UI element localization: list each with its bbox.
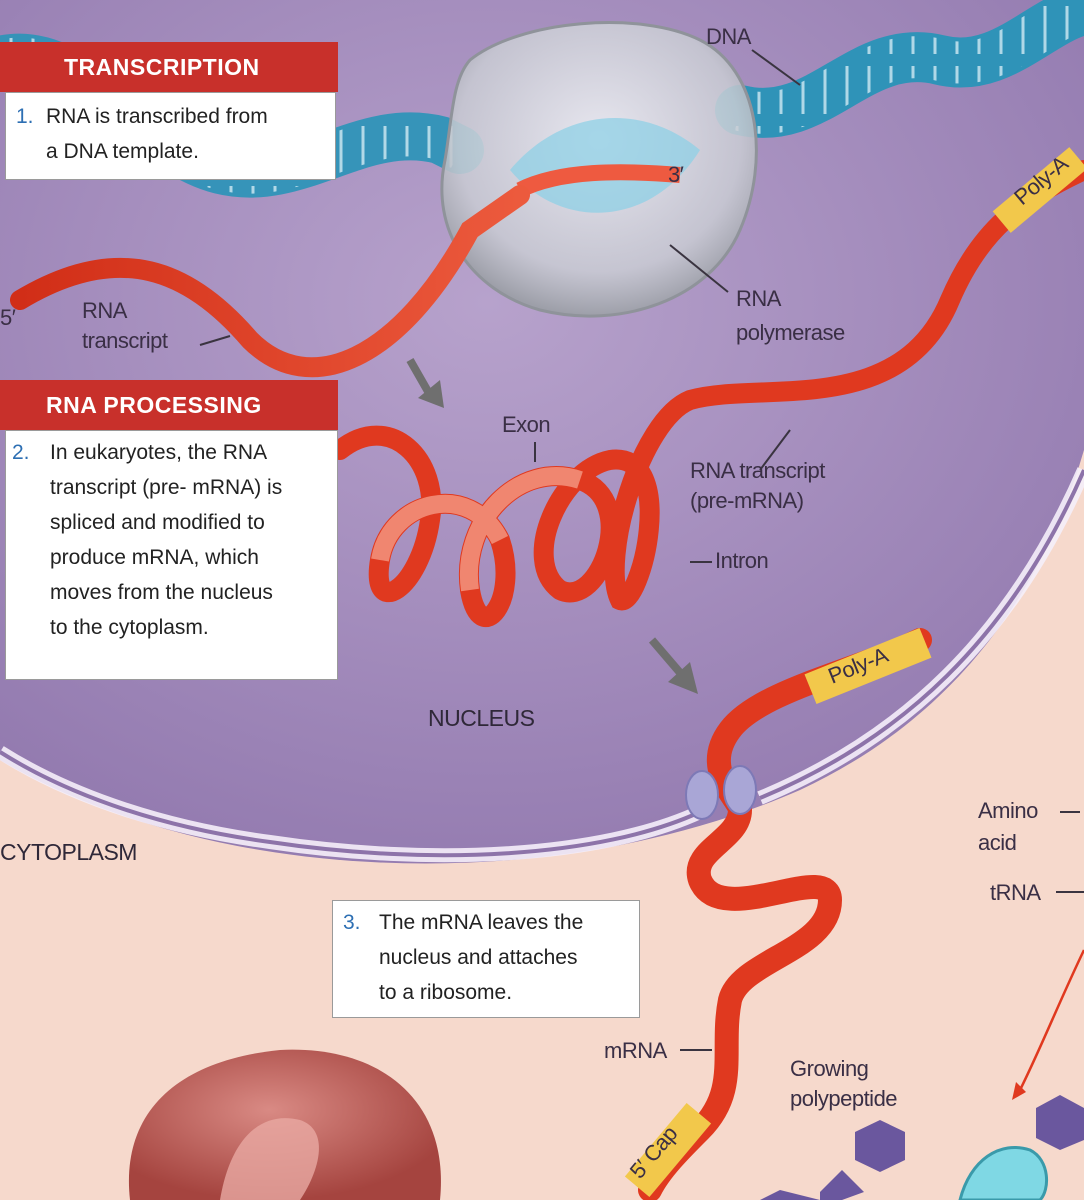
rna-transcript-ribbon (10, 185, 530, 378)
step-1-line-2: a DNA template. (46, 140, 199, 163)
trna-label: tRNA (990, 880, 1041, 905)
step-3-line-3: to a ribosome. (379, 981, 513, 1004)
rna-dna-hybrid (516, 164, 681, 198)
poly-a-tag-top (992, 147, 1084, 233)
step-1-row: 1. RNA is transcribed from a DNA templat… (16, 99, 327, 169)
transcription-header-text: TRANSCRIPTION (64, 53, 260, 80)
rna-processing-header-text: RNA PROCESSING (46, 391, 262, 418)
step-arrow-2 (648, 637, 698, 694)
exon-label: Exon (502, 412, 550, 437)
step-2-line-5: moves from the nucleus (50, 581, 273, 604)
growing-polypeptide-label-1: Growing (790, 1056, 868, 1081)
nuclear-envelope-line (0, 469, 1084, 858)
amino-acid-label-2: acid (978, 830, 1016, 855)
cytoplasm-label: CYTOPLASM (0, 839, 137, 865)
transcription-header: TRANSCRIPTION (0, 42, 338, 92)
step-1-text: RNA is transcribed from a DNA template. (46, 99, 327, 169)
step-2-box: 2. In eukaryotes, the RNA transcript (pr… (5, 430, 338, 680)
step-3-text: The mRNA leaves the nucleus and attaches… (379, 905, 631, 1010)
three-prime-label: 3′ (668, 162, 684, 187)
intron-label: Intron (715, 548, 768, 573)
step-1-line-1: RNA is transcribed from (46, 105, 268, 128)
rna-transcript-label-1: RNA (82, 298, 128, 323)
step-2-line-1: In eukaryotes, the RNA (50, 441, 268, 464)
step-2-line-4: produce mRNA, which (50, 546, 259, 569)
rna-transcript-label-2: transcript (82, 328, 168, 353)
pre-mrna-label-2: (pre-mRNA) (690, 488, 804, 513)
step-3-row: 3. The mRNA leaves the nucleus and attac… (343, 905, 631, 1010)
rna-polymerase-label-1: RNA (736, 286, 782, 311)
growing-polypeptide-chain (760, 1120, 905, 1200)
step-1-box: 1. RNA is transcribed from a DNA templat… (5, 92, 336, 180)
step-2-row: 2. In eukaryotes, the RNA transcript (pr… (12, 435, 329, 645)
step-3-line-1: The mRNA leaves the (379, 911, 584, 934)
five-prime-label: 5′ (0, 305, 16, 330)
mrna-label: mRNA (604, 1038, 668, 1063)
amino-acid-label-1: Amino (978, 798, 1038, 823)
rna-processing-header: RNA PROCESSING (0, 380, 338, 430)
step-3-box: 3. The mRNA leaves the nucleus and attac… (332, 900, 640, 1018)
mrna-ribbon (638, 628, 932, 1200)
dna-label: DNA (706, 24, 752, 49)
step-2-text: In eukaryotes, the RNA transcript (pre- … (50, 435, 329, 645)
rna-polymerase-label-2: polymerase (736, 320, 845, 345)
step-2-line-3: spliced and modified to (50, 511, 265, 534)
step-2-line-6: to the cytoplasm. (50, 616, 209, 639)
five-prime-cap-tag (624, 1102, 712, 1198)
growing-polypeptide-label-2: polypeptide (790, 1086, 897, 1111)
step-2-line-2: transcript (pre- mRNA) is (50, 476, 283, 499)
step-2-number: 2. (12, 441, 30, 464)
step-3-number: 3. (343, 911, 361, 934)
pre-mrna-label-1: RNA transcript (690, 458, 825, 483)
poly-a-tag-mid (804, 627, 932, 705)
nucleus-label: NUCLEUS (428, 705, 535, 731)
leader-lines (199, 49, 1084, 1051)
step-arrow-1 (406, 358, 444, 408)
nuclear-pore (685, 765, 757, 820)
trna-molecule (958, 1095, 1084, 1200)
amino-acid-arrow (1012, 949, 1084, 1100)
ribosome (128, 1049, 441, 1200)
step-1-number: 1. (16, 105, 34, 128)
step-3-line-2: nucleus and attaches (379, 946, 578, 969)
